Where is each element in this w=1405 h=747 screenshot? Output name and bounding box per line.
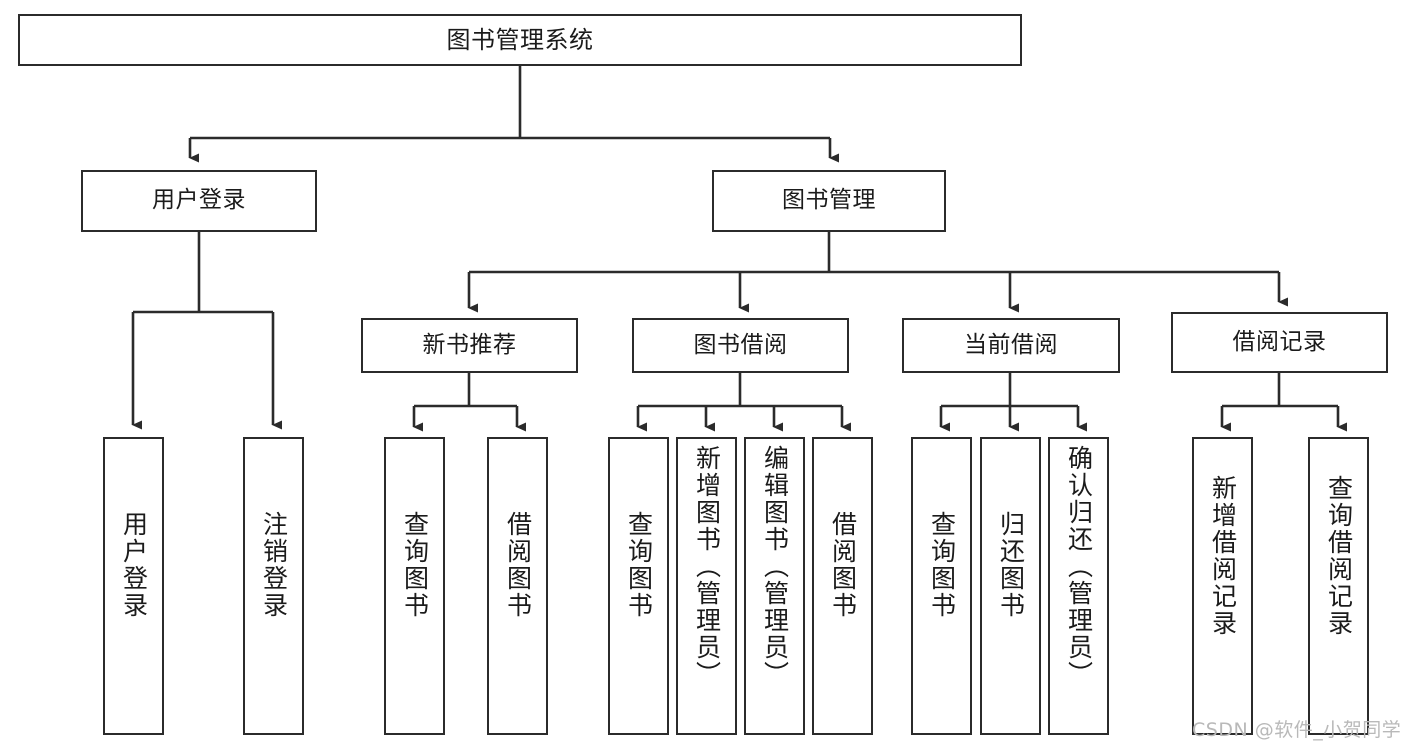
node-book-borrow-label: 图书借阅 [693,331,788,358]
leaf-borrowrecord-query-record[interactable]: 查询借阅记录 [1308,437,1369,735]
leaf-user-login[interactable]: 用户登录 [103,437,164,735]
node-current-borrow-label: 当前借阅 [964,331,1058,358]
leaf-currentborrow-query-book-label: 查询图书 [927,511,957,619]
leaf-currentborrow-return-book-label: 归还图书 [996,511,1026,619]
leaf-newbook-query-book[interactable]: 查询图书 [384,437,445,735]
leaf-bookborrow-add-book-label: 新增图书（管理员） [692,445,722,688]
node-book-manage[interactable]: 图书管理 [712,170,946,232]
node-borrow-record[interactable]: 借阅记录 [1171,312,1388,373]
node-root-label: 图书管理系统 [446,25,594,54]
leaf-currentborrow-return-book[interactable]: 归还图书 [980,437,1041,735]
leaf-bookborrow-query-book[interactable]: 查询图书 [608,437,669,735]
node-book-manage-label: 图书管理 [782,187,876,214]
node-root[interactable]: 图书管理系统 [18,14,1022,66]
node-new-book-recommend-label: 新书推荐 [422,331,517,358]
node-user-login[interactable]: 用户登录 [81,170,317,232]
leaf-bookborrow-edit-book[interactable]: 编辑图书（管理员） [744,437,805,735]
leaf-bookborrow-edit-book-label: 编辑图书（管理员） [760,445,790,688]
leaf-borrowrecord-add-record-label: 新增借阅记录 [1208,475,1238,637]
node-current-borrow[interactable]: 当前借阅 [902,318,1120,373]
leaf-currentborrow-confirm-return[interactable]: 确认归还（管理员） [1048,437,1109,735]
leaf-currentborrow-confirm-return-label: 确认归还（管理员） [1064,445,1094,688]
leaf-borrowrecord-add-record[interactable]: 新增借阅记录 [1192,437,1253,735]
node-user-login-label: 用户登录 [152,187,246,214]
node-new-book-recommend[interactable]: 新书推荐 [361,318,578,373]
leaf-logout-label: 注销登录 [259,511,289,619]
leaf-newbook-query-book-label: 查询图书 [400,511,430,619]
csdn-watermark: CSDN @软件_小贺同学 [1192,719,1402,741]
node-borrow-record-label: 借阅记录 [1232,328,1327,355]
leaf-bookborrow-add-book[interactable]: 新增图书（管理员） [676,437,737,735]
leaf-logout[interactable]: 注销登录 [243,437,304,735]
leaf-bookborrow-borrow-book[interactable]: 借阅图书 [812,437,873,735]
leaf-newbook-borrow-book-label: 借阅图书 [503,511,533,619]
leaf-bookborrow-query-book-label: 查询图书 [624,511,654,619]
node-book-borrow[interactable]: 图书借阅 [632,318,849,373]
leaf-currentborrow-query-book[interactable]: 查询图书 [911,437,972,735]
leaf-borrowrecord-query-record-label: 查询借阅记录 [1324,475,1354,637]
leaf-user-login-label: 用户登录 [119,511,149,619]
leaf-newbook-borrow-book[interactable]: 借阅图书 [487,437,548,735]
leaf-bookborrow-borrow-book-label: 借阅图书 [828,511,858,619]
